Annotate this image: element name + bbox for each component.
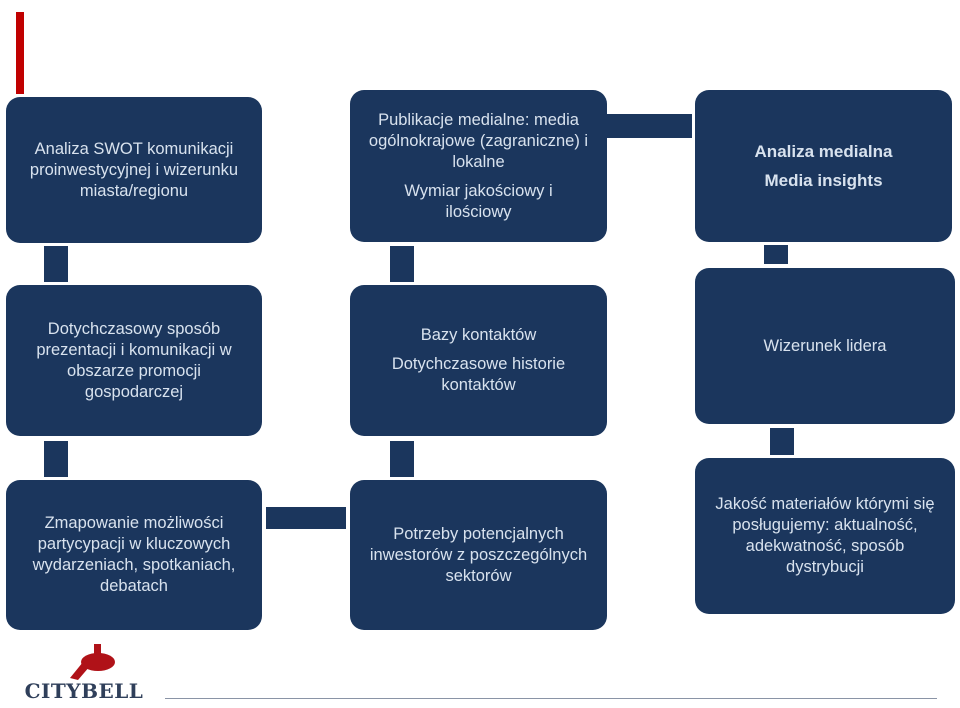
logo-text: CITYBELL <box>24 679 144 703</box>
potrzeby-line-1: Potrzeby potencjalnych <box>393 524 564 543</box>
zmapowanie-line-2: partycypacji w kluczowych <box>37 535 231 553</box>
wymiar-line-1: Wymiar jakościowy i <box>404 181 553 200</box>
box-jakosc-materialow: Jakość materiałów którymi się posługujem… <box>695 458 955 614</box>
connector-wizerunek-jakosc <box>770 428 794 455</box>
jakosc-line-2: posługujemy: aktualność, <box>732 516 918 534</box>
media-insights-text: Media insights <box>764 171 883 190</box>
dotychczasowy-line-3: obszarze promocji <box>67 361 201 380</box>
wizerunek-lidera-text: Wizerunek lidera <box>763 336 887 355</box>
connector-publikacje-bazy <box>390 246 414 282</box>
jakosc-line-4: dystrybucji <box>786 558 864 576</box>
connector-zmapowanie-potrzeby <box>266 507 346 529</box>
citybell-logo <box>70 644 115 680</box>
publikacje-line-2: ogólnokrajowe (zagraniczne) i <box>368 131 589 150</box>
dotychczasowy-line-2: prezentacji i komunikacji w <box>36 340 232 359</box>
jakosc-line-3: adekwatność, sposób <box>745 537 905 555</box>
zmapowanie-line-1: Zmapowanie możliwości <box>44 514 224 532</box>
connector-dotychczasowy-zmapowanie <box>44 441 68 477</box>
zmapowanie-line-3: wydarzeniach, spotkaniach, <box>32 556 236 574</box>
accent-bar <box>16 12 24 94</box>
box-wizerunek-lidera: Wizerunek lidera <box>695 268 955 424</box>
connector-analiza-wizerunek <box>764 245 788 264</box>
potrzeby-line-3: sektorów <box>445 566 512 585</box>
dotychczasowy-line-4: gospodarczej <box>84 382 184 401</box>
box-analiza-swot-text: Analiza SWOT komunikacji proinwestycyjne… <box>29 139 239 200</box>
historie-line-2: kontaktów <box>441 376 516 394</box>
connector-swot-dotychczasowy <box>44 246 68 282</box>
bell-icon <box>70 644 115 680</box>
box-zmapowanie: Zmapowanie możliwości partycypacji w klu… <box>6 480 262 630</box>
box-publikacje-medialne: Publikacje medialne: media ogólnokrajowe… <box>350 90 607 242</box>
publikacje-line-3: lokalne <box>452 152 505 171</box>
bazy-kontaktow-text: Bazy kontaktów <box>420 326 537 344</box>
analiza-medialna-text: Analiza medialna <box>754 142 893 161</box>
wymiar-line-2: ilościowy <box>445 202 512 221</box>
box-analiza-swot: Analiza SWOT komunikacji proinwestycyjne… <box>6 97 262 243</box>
box-analiza-medialna: Analiza medialna Media insights <box>695 90 952 242</box>
historie-line-1: Dotychczasowe historie <box>391 355 566 373</box>
connector-publikacje-analiza <box>607 114 692 138</box>
publikacje-line-1: Publikacje medialne: media <box>378 110 579 129</box>
jakosc-line-1: Jakość materiałów którymi się <box>715 495 935 513</box>
zmapowanie-line-4: debatach <box>100 577 168 595</box>
potrzeby-line-2: inwestorów z poszczególnych <box>369 545 588 564</box>
connector-bazy-potrzeby <box>390 441 414 477</box>
box-bazy-kontaktow: Bazy kontaktów Dotychczasowe historie ko… <box>350 285 607 436</box>
footer-divider <box>165 698 937 699</box>
box-dotychczasowy-sposob: Dotychczasowy sposób prezentacji i komun… <box>6 285 262 436</box>
dotychczasowy-line-1: Dotychczasowy sposób <box>47 319 221 338</box>
box-potrzeby-inwestorow: Potrzeby potencjalnych inwestorów z posz… <box>350 480 607 630</box>
